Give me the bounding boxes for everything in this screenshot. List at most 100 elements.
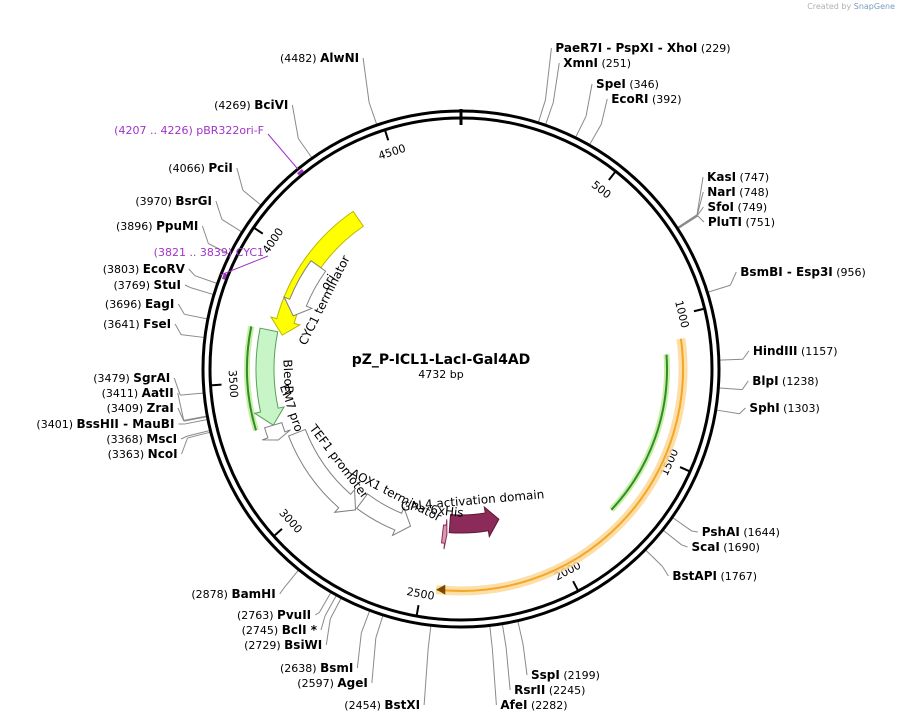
site-name[interactable]: NarI [707,185,736,199]
site-name[interactable]: BssHII - MauBI [76,417,174,431]
site-label[interactable]: (3409) ZraI [107,401,174,415]
site-name[interactable]: BsmBI - Esp3I [740,265,832,279]
site-leader [588,124,602,146]
site-leader-ext [681,544,688,548]
site-label[interactable]: PshAI (1644) [702,525,780,539]
site-name[interactable]: KasI [707,170,736,184]
site-name[interactable]: PvuII [277,608,311,622]
site-name[interactable]: HindIII [753,344,798,358]
site-label[interactable]: (4269) BciVI [214,98,288,112]
site-leader [671,516,693,532]
site-position: (2638) [280,662,320,675]
site-position: (1644) [740,526,780,539]
site-name[interactable]: XmnI [563,56,598,70]
site-name[interactable]: FseI [143,317,171,331]
site-name[interactable]: PaeR7I - PspXI - XhoI [555,41,697,55]
site-label[interactable]: (4066) PciI [168,161,233,175]
site-name[interactable]: EcoRI [611,92,648,106]
site-label[interactable]: KasI (747) [707,170,769,184]
site-name[interactable]: BclI * [282,623,318,637]
primer-leader [220,255,269,276]
site-label[interactable]: (2729) BsiWI [244,638,322,652]
site-leader [297,138,313,159]
site-label[interactable]: (3696) EagI [105,297,174,311]
site-leader [718,358,743,361]
site-name[interactable]: BstAPI [672,569,717,583]
site-leader-ext [181,437,189,455]
site-label[interactable]: (3401) BssHII - MauBI [36,417,174,431]
site-label[interactable]: HindIII (1157) [753,344,838,358]
site-label[interactable]: (3363) NcoI [108,447,178,461]
site-label[interactable]: AfeI (2282) [500,698,567,712]
site-label[interactable]: (3368) MscI [106,432,177,446]
site-label[interactable]: (3641) FseI [103,317,171,331]
site-label[interactable]: RsrII (2245) [514,683,585,697]
site-label[interactable]: (2454) BstXI [344,698,420,712]
site-label[interactable]: EcoRI (392) [611,92,681,106]
feature-bleor [253,327,286,426]
primer-label[interactable]: (3821 .. 3839) CYC1 [154,246,264,259]
site-label[interactable]: (3769) StuI [113,278,180,292]
site-position: (4269) [214,99,254,112]
site-label[interactable]: SspI (2199) [531,668,600,682]
site-name[interactable]: SfoI [707,200,734,214]
site-label[interactable]: (2745) BclI * [242,623,318,637]
site-label[interactable]: XmnI (251) [563,56,631,70]
site-name[interactable]: SgrAI [133,371,170,385]
site-label[interactable]: BstAPI (1767) [672,569,757,583]
site-label[interactable]: (2638) BsmI [280,661,353,675]
site-name[interactable]: AgeI [337,676,367,690]
site-name[interactable]: BamHI [231,587,275,601]
site-name[interactable]: NcoI [148,447,178,461]
site-label[interactable]: (3479) SgrAI [93,371,170,385]
site-leader [183,415,208,421]
site-label[interactable]: (3896) PpuMI [116,219,198,233]
site-label[interactable]: (2763) PvuII [237,608,311,622]
site-name[interactable]: AfeI [500,698,527,712]
site-name[interactable]: EagI [145,297,174,311]
site-label[interactable]: SphI (1303) [749,401,819,415]
site-leader-ext [552,62,560,103]
site-label[interactable]: (3803) EcoRV [103,262,186,276]
site-label[interactable]: (4482) AlwNI [280,51,359,65]
site-label[interactable]: (3970) BsrGI [135,194,212,208]
site-name[interactable]: BciVI [254,98,288,112]
primer-label[interactable]: (4207 .. 4226) pBR322ori-F [114,124,264,137]
site-label[interactable]: BlpI (1238) [752,374,818,388]
site-name[interactable]: BstXI [384,698,420,712]
site-name[interactable]: BsrGI [175,194,212,208]
site-name[interactable]: BsmI [320,661,353,675]
site-label[interactable]: SfoI (749) [707,200,767,214]
site-name[interactable]: StuI [154,278,181,292]
site-name[interactable]: AatII [142,386,174,400]
site-name[interactable]: PpuMI [156,219,198,233]
site-name[interactable]: AlwNI [320,51,359,65]
site-name[interactable]: PshAI [702,525,740,539]
site-name[interactable]: MscI [146,432,177,446]
site-name[interactable]: SpeI [596,77,626,91]
site-name[interactable]: BsiWI [284,638,322,652]
site-label[interactable]: PluTI (751) [708,215,775,229]
site-name[interactable]: PluTI [708,215,742,229]
site-label[interactable]: (2878) BamHI [191,587,275,601]
site-label[interactable]: (2597) AgeI [297,676,368,690]
site-leader-ext [173,377,181,396]
site-label[interactable]: PaeR7I - PspXI - XhoI (229) [555,41,730,55]
scale-tick [679,466,691,473]
site-name[interactable]: EcoRV [143,262,186,276]
site-label[interactable]: NarI (748) [707,185,769,199]
site-leader [183,416,208,422]
site-name[interactable]: SphI [749,401,779,415]
site-label[interactable]: (3411) AatII [102,386,174,400]
site-name[interactable]: RsrII [514,683,545,697]
site-label[interactable]: BsmBI - Esp3I (956) [740,265,866,279]
site-leader-ext [236,167,244,191]
site-leader [329,597,342,620]
site-name[interactable]: ScaI [691,540,719,554]
site-name[interactable]: ZraI [147,401,174,415]
site-name[interactable]: SspI [531,668,560,682]
site-label[interactable]: SpeI (346) [596,77,659,91]
site-name[interactable]: PciI [208,161,233,175]
site-name[interactable]: BlpI [752,374,778,388]
site-label[interactable]: ScaI (1690) [691,540,759,554]
